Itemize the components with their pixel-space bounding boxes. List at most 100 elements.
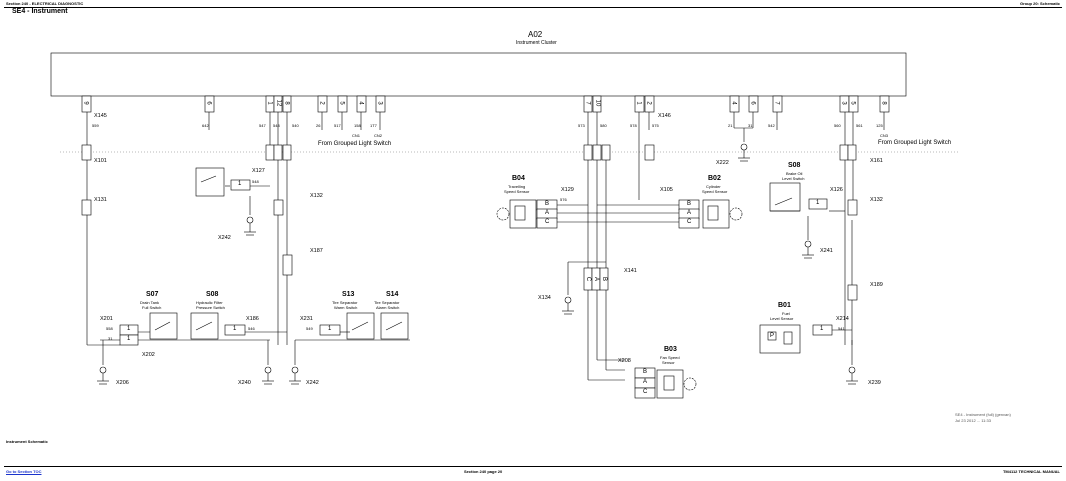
drawing-stamp-line2: Jul 23 2012 ... 11:33: [955, 418, 991, 423]
wire-number: 31: [748, 123, 753, 128]
wire-number: 26: [316, 123, 321, 128]
connector-x161: X161: [870, 158, 883, 164]
wire-number: CN3: [880, 133, 889, 138]
pin-label: 5: [338, 101, 345, 105]
page-number: Section 240 page 20: [464, 469, 503, 474]
pin-label: 8: [880, 101, 887, 105]
pin-letter: A: [545, 210, 550, 216]
cluster-code: A02: [528, 30, 543, 39]
pin-label: 3: [376, 101, 383, 105]
wire-number: 580: [600, 123, 607, 128]
component-code: S08: [206, 291, 219, 298]
connector-x126: X126: [830, 187, 843, 193]
b01-body: [759, 324, 801, 354]
pin-letter: 1: [328, 326, 332, 332]
pin-letter: C: [687, 219, 692, 225]
wire-number: 547: [259, 123, 266, 128]
wire-number: 158: [354, 123, 361, 128]
header-rule: [4, 7, 1062, 8]
connector-x187: X187: [310, 248, 323, 254]
component-desc: Tire Separator: [332, 300, 358, 305]
component-bodies: [149, 167, 801, 399]
wire-number: 560: [834, 123, 841, 128]
wire-number: 541: [838, 326, 845, 331]
note-grouped-light-switch-right: From Grouped Light Switch: [878, 140, 952, 146]
pin-label: 1: [266, 101, 273, 105]
connector-x146: X146: [658, 113, 671, 119]
connector-x186: X186: [246, 316, 259, 322]
connector-x145: X145: [94, 113, 107, 119]
connector-x131: X131: [94, 197, 107, 203]
inline-connectors: [81, 144, 858, 399]
s08a-body: [190, 312, 219, 340]
b03-body: [656, 369, 684, 399]
wire-number: 540: [292, 123, 299, 128]
component-desc: Full Switch: [142, 305, 162, 310]
component-code: S07: [146, 291, 159, 298]
pin-label: 9: [82, 101, 89, 105]
header-group-label: Group 20: Schematic: [1019, 1, 1060, 6]
manual-name: TM4112 TECHNICAL MANUAL: [1002, 469, 1060, 474]
pin-letter: 1: [127, 336, 131, 342]
component-desc: Warm Switch: [334, 305, 358, 310]
component-desc: Cylinder: [706, 184, 721, 189]
component-desc: Tire Separator: [374, 300, 400, 305]
instrument-cluster-box: [50, 52, 907, 97]
pin-label: 2: [318, 101, 325, 105]
drawing-stamp-line1: SE4 - Instrument (full) (genvan): [955, 412, 1011, 417]
connector-x242: X242: [218, 235, 231, 241]
connector-x189: X189: [870, 282, 883, 288]
s08b-body: [769, 182, 801, 212]
pin-label: 8: [283, 101, 290, 105]
pin-letter: B: [545, 201, 550, 207]
pin-letter: 1: [816, 200, 820, 206]
connector-x132: X132: [870, 197, 883, 203]
component-code: B04: [512, 175, 525, 182]
pin-letter: 1: [127, 326, 131, 332]
wire-number: 573: [578, 123, 585, 128]
wire-number: 21: [728, 123, 733, 128]
pin-letter: 1: [238, 181, 242, 187]
wire-number: 575: [652, 123, 659, 128]
pin-letter: P: [770, 333, 775, 339]
component-desc: Fan Speed: [660, 355, 680, 360]
component-code: S08: [788, 162, 801, 169]
pin-letter: C: [545, 219, 550, 225]
connector-x202: X202: [142, 352, 155, 358]
wire-number: 549: [306, 326, 313, 331]
pin-label: 4: [357, 101, 364, 105]
pin-letter: 1: [820, 326, 824, 332]
connector-x129: X129: [561, 187, 574, 193]
ground-symbols: [97, 143, 858, 385]
wire-number: 546: [248, 326, 255, 331]
pin-label: 7: [584, 101, 591, 105]
wires: [86, 112, 885, 381]
connector-x206: X206: [116, 380, 129, 386]
pin-letter: C: [585, 276, 592, 282]
component-desc: Speed Sensor: [504, 189, 530, 194]
pin-letter: A: [593, 276, 600, 282]
s07-body: [149, 312, 178, 340]
component-desc: Pressure Switch: [196, 305, 225, 310]
component-desc: Level Sensor: [770, 316, 794, 321]
connector-x231: X231: [300, 316, 313, 322]
component-code: B03: [664, 346, 677, 353]
component-desc: Sensor: [662, 360, 675, 365]
wire-number: 1T7: [370, 123, 377, 128]
wire-number: 31: [108, 336, 113, 341]
b-switch-x127: [195, 167, 225, 197]
component-code: S13: [342, 291, 355, 298]
pin-label: 3: [840, 101, 847, 105]
header-section-label: Section 240 - ELECTRICAL DIAGNOSTIC: [6, 1, 84, 6]
connector-x141: X141: [624, 268, 637, 274]
component-code: B02: [708, 175, 721, 182]
component-desc: Brake Oil: [786, 171, 803, 176]
component-desc: Travelling: [508, 184, 526, 189]
toc-link[interactable]: Go to Section TOC: [6, 469, 42, 474]
wire-number: CN2: [374, 133, 383, 138]
wire-number: 125: [876, 123, 883, 128]
pin-letter: A: [687, 210, 692, 216]
pin-label: 7: [773, 101, 780, 105]
wire-number: 576: [560, 197, 567, 202]
